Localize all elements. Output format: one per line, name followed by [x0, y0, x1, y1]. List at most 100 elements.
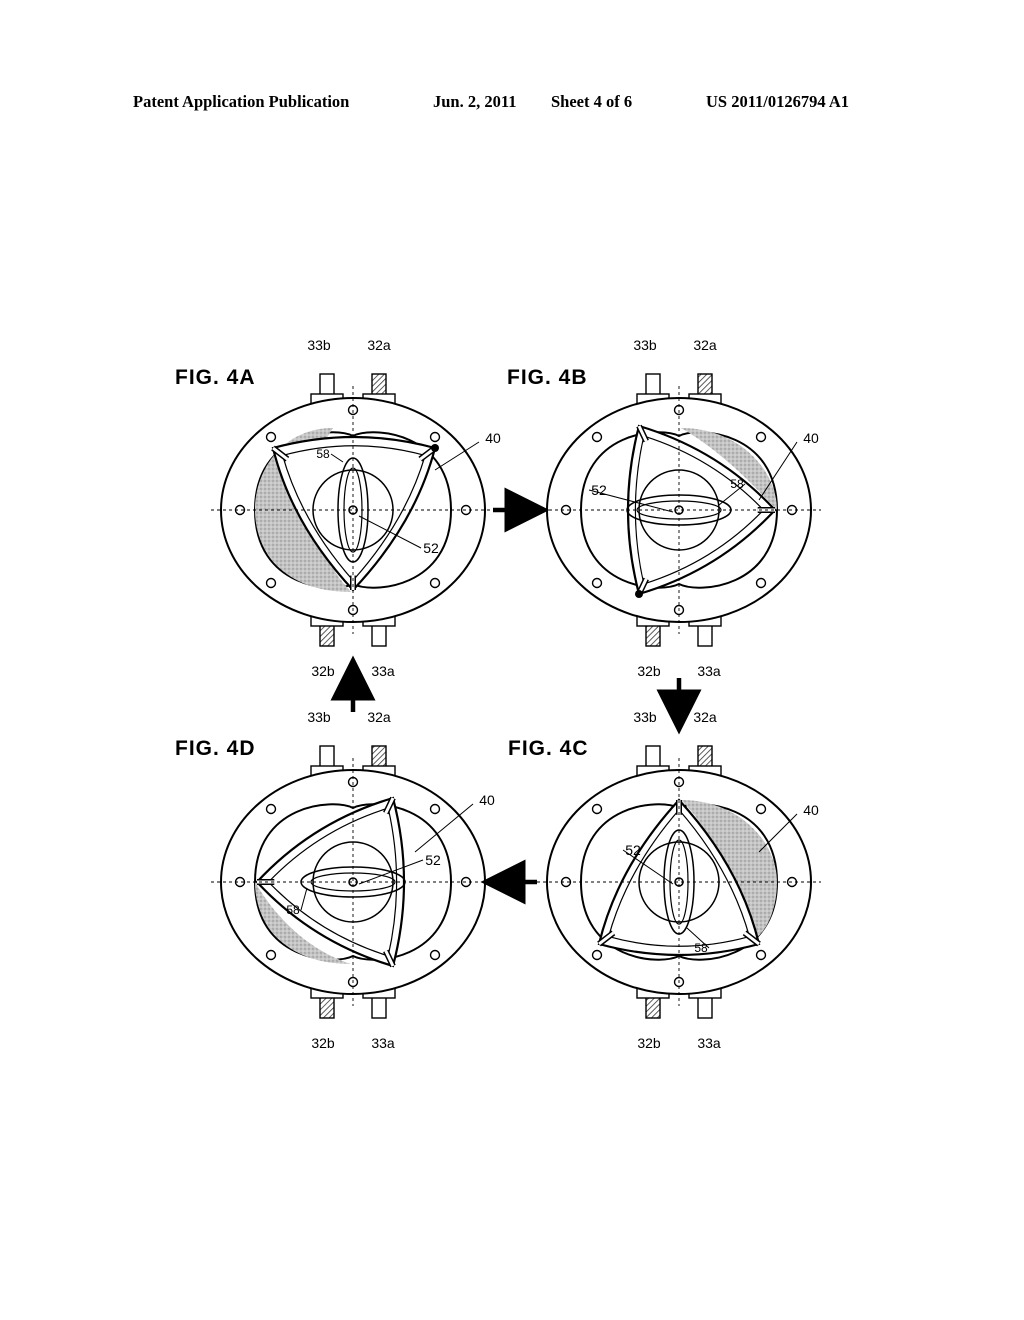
rotor-assembly — [253, 796, 453, 968]
apex-seal-core — [384, 797, 395, 814]
ref-rotor: 40 — [479, 792, 495, 808]
bolt-hole — [755, 803, 767, 815]
rotor-flank — [281, 445, 426, 582]
port-label-top-right: 32a — [693, 337, 717, 353]
port-tube — [371, 745, 387, 769]
sequence-arrows — [330, 487, 702, 905]
leader-40 — [434, 441, 480, 471]
publication-title: Patent Application Publication — [133, 92, 350, 111]
ref-shaft: 52 — [591, 482, 607, 498]
bolt-hole — [591, 803, 603, 815]
leader-40 — [758, 441, 798, 501]
bolt-hole — [265, 577, 277, 589]
leader-52 — [358, 515, 422, 549]
figure-4a: FIG. 4A 33b 32a 32b 33a 40 52 58 — [175, 337, 501, 679]
port-label-top-left: 33b — [307, 709, 331, 725]
port-group — [310, 745, 396, 1019]
port-tube — [697, 995, 713, 1019]
bolt-hole — [429, 431, 441, 443]
page-header: Patent Application Publication Jun. 2, 2… — [0, 92, 1024, 114]
compression-space — [255, 882, 351, 964]
apex-seal-core — [637, 425, 648, 442]
bolt-hole — [591, 431, 603, 443]
ref-shaft: 52 — [625, 842, 641, 858]
bolt-hole — [755, 431, 767, 443]
ref-rotor: 40 — [485, 430, 501, 446]
rotor-flank — [634, 435, 765, 585]
bolt-hole — [429, 949, 441, 961]
port-tube — [645, 373, 661, 397]
ref-shaft: 52 — [425, 852, 441, 868]
ref-gear: 58 — [730, 477, 744, 491]
port-label-bottom-right: 33a — [371, 1035, 395, 1051]
port-tube — [319, 995, 335, 1019]
leader-58 — [300, 887, 308, 911]
port-label-top-right: 32a — [367, 337, 391, 353]
port-label-bottom-left: 32b — [311, 663, 335, 679]
leader-52 — [622, 849, 674, 885]
leader-58 — [718, 483, 746, 506]
ref-rotor: 40 — [803, 802, 819, 818]
port-tube — [371, 623, 387, 647]
apex-seal-core — [598, 931, 615, 946]
leader-52 — [588, 489, 674, 513]
bolt-hole — [429, 803, 441, 815]
figure-4d: FIG. 4D 33b 32a 32b 33a 40 52 58 — [175, 709, 495, 1051]
bolt-hole — [755, 577, 767, 589]
port-label-top-left: 33b — [633, 709, 657, 725]
figure-label: FIG. 4C — [508, 737, 589, 760]
port-tube — [645, 623, 661, 647]
apex-seal-core — [384, 950, 395, 967]
port-tube — [319, 623, 335, 647]
bolt-hole — [265, 949, 277, 961]
leader-40 — [414, 803, 474, 853]
port-tube — [319, 745, 335, 769]
port-label-top-right: 32a — [693, 709, 717, 725]
figure-label: FIG. 4B — [507, 366, 588, 389]
port-tube — [645, 995, 661, 1019]
ref-gear: 58 — [316, 447, 330, 461]
port-label-top-left: 33b — [307, 337, 331, 353]
ref-gear: 58 — [286, 903, 300, 917]
port-tube — [371, 995, 387, 1019]
port-label-bottom-right: 33a — [697, 1035, 721, 1051]
bolt-hole — [755, 949, 767, 961]
apex-seal-core — [743, 931, 760, 946]
port-label-bottom-right: 33a — [697, 663, 721, 679]
bolt-hole — [429, 577, 441, 589]
ref-gear: 58 — [694, 941, 708, 955]
publication-date: Jun. 2, 2011 — [433, 92, 517, 111]
port-tube — [697, 745, 713, 769]
ref-rotor: 40 — [803, 430, 819, 446]
port-label-top-left: 33b — [633, 337, 657, 353]
port-label-bottom-right: 33a — [371, 663, 395, 679]
port-tube — [697, 623, 713, 647]
port-tube — [697, 373, 713, 397]
leader-52 — [358, 859, 424, 885]
patent-number: US 2011/0126794 A1 — [706, 92, 850, 111]
bolt-hole — [591, 949, 603, 961]
apex-seal-marked — [635, 590, 643, 598]
bolt-hole — [265, 431, 277, 443]
bolt-hole — [591, 577, 603, 589]
apex-seal-marked — [431, 444, 439, 452]
sheet-number: Sheet 4 of 6 — [551, 92, 633, 111]
figure-label: FIG. 4A — [175, 366, 256, 389]
port-label-top-right: 32a — [367, 709, 391, 725]
figure-4b: FIG. 4B 33b 32a 32b 33a 40 52 58 — [507, 337, 821, 679]
ref-shaft: 52 — [423, 540, 439, 556]
port-label-bottom-left: 32b — [637, 663, 661, 679]
port-tube — [319, 373, 335, 397]
compression-space — [681, 428, 777, 510]
port-tube — [645, 745, 661, 769]
leader-58 — [330, 453, 344, 463]
figure-label: FIG. 4D — [175, 737, 256, 760]
apex-seal-core — [272, 446, 289, 461]
rotor-flank — [267, 807, 398, 957]
port-label-bottom-left: 32b — [311, 1035, 335, 1051]
port-tube — [371, 373, 387, 397]
leader-58 — [686, 927, 710, 949]
bolt-hole — [265, 803, 277, 815]
